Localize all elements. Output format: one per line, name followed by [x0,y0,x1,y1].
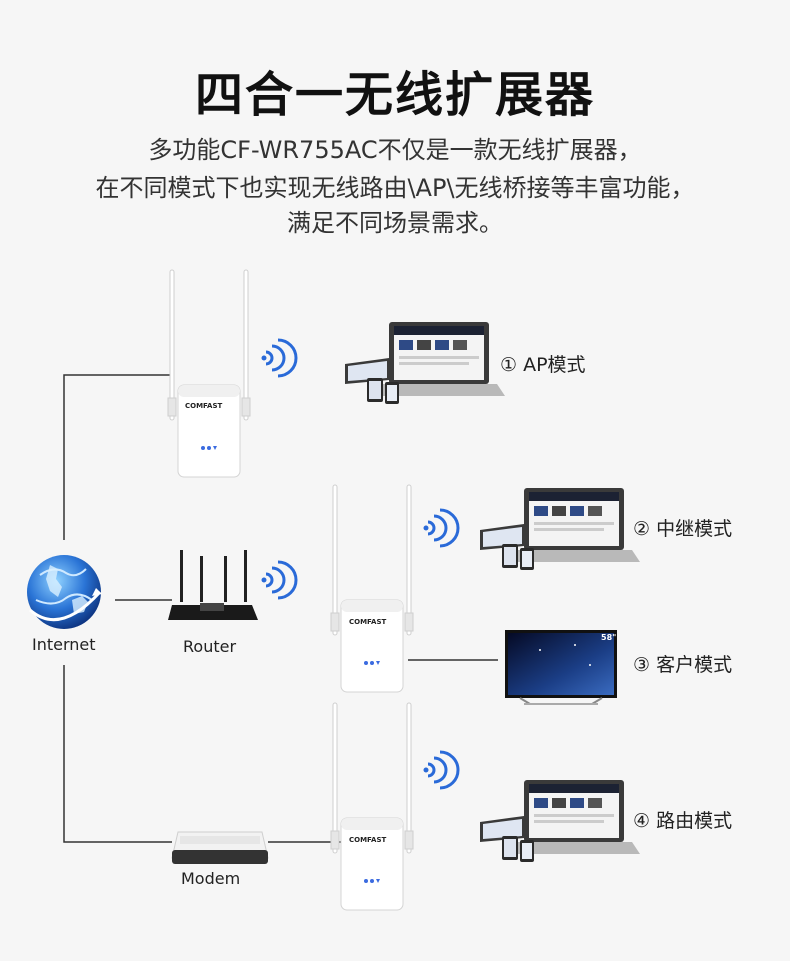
description-line-2: 在不同模式下也实现无线路由\AP\无线桥接等丰富功能， [95,174,695,202]
modem-icon [171,831,269,864]
wifi-icon [260,338,298,378]
wifi-icon [260,560,298,600]
wifi-icon [422,750,460,790]
router-label: Router [183,637,237,656]
page-title: 四合一无线扩展器 [194,67,595,123]
brand-label: COMFAST [349,836,387,844]
brand-label: COMFAST [185,402,223,410]
description-line-3: 满足不同场景需求。 [287,209,503,237]
router-icon [168,550,258,620]
mode-repeater-label: ② 中继模式 [633,518,733,540]
tv-size-badge: 58" [601,633,617,642]
modem-label: Modem [181,869,241,888]
connection-lines [63,374,498,843]
laptop-phone-icon [480,488,640,570]
mode-ap-label: ① AP模式 [500,354,586,376]
extender-router [330,702,414,911]
wifi-icon [422,508,460,548]
brand-label: COMFAST [349,618,387,626]
laptop-phone-icon [480,780,640,862]
extender-repeater [330,484,414,693]
laptop-phone-icon [345,322,505,404]
mode-router-label: ④ 路由模式 [633,810,733,832]
internet-label: Internet [32,635,96,654]
extender-ap [167,269,251,478]
description-line-1: 多功能CF-WR755AC不仅是一款无线扩展器， [148,136,642,164]
tv-icon [505,630,617,705]
mode-client-label: ③ 客户模式 [633,654,733,676]
globe-icon [27,555,102,629]
